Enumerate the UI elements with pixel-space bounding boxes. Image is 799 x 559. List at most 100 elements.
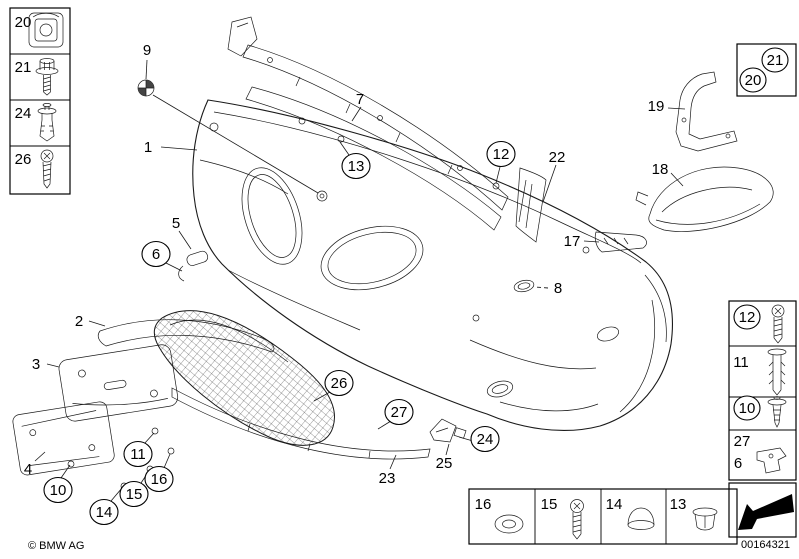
- legend-box: [728, 482, 797, 538]
- expanding-rivet-long-icon: [767, 348, 787, 396]
- callout-circle[interactable]: [89, 498, 119, 526]
- expanding-nut-icon: [692, 507, 718, 531]
- legend-item-11[interactable]: 11: [733, 354, 749, 371]
- callout-12-circled[interactable]: 12: [486, 140, 516, 168]
- bmw-roundel-icon: [137, 79, 155, 97]
- callout-4[interactable]: 4: [24, 461, 32, 478]
- upper-trim-strip: [242, 44, 509, 211]
- speed-clip-icon: [28, 12, 64, 48]
- legend-item-6[interactable]: 6: [734, 455, 742, 472]
- legend-item-13[interactable]: 13: [670, 496, 687, 513]
- callout-15-circled[interactable]: 15: [119, 480, 149, 508]
- callout-circle[interactable]: [324, 369, 354, 397]
- legend-box: [736, 43, 797, 97]
- callout-label[interactable]: 21: [767, 52, 784, 69]
- upper-support-bracket: [675, 71, 738, 152]
- callout-circle[interactable]: [119, 480, 149, 508]
- clamp-bracket-icon: [756, 447, 787, 474]
- plain-callouts: 9 1 7 22 19 18 17 8 5 2 3 4 25 23: [24, 42, 669, 487]
- callout-circle[interactable]: [341, 152, 371, 180]
- callout-circle[interactable]: [733, 395, 761, 421]
- legend-item-21[interactable]: 21: [15, 59, 32, 76]
- callout-label[interactable]: 12: [493, 146, 510, 163]
- callout-circle[interactable]: [470, 425, 500, 453]
- legend-item-27[interactable]: 27: [734, 433, 751, 450]
- legend-callout-10[interactable]: 10: [733, 395, 761, 421]
- side-marker-opening: [596, 326, 620, 342]
- callout-label[interactable]: 11: [130, 446, 146, 463]
- callout-label[interactable]: 14: [96, 504, 113, 521]
- callout-label[interactable]: 16: [151, 471, 168, 488]
- fog-light-opening: [486, 380, 514, 398]
- callout-label[interactable]: 10: [739, 400, 756, 417]
- callout-16-circled[interactable]: 16: [144, 465, 174, 493]
- callout-10-circled[interactable]: 10: [43, 476, 73, 504]
- support-bracket: [429, 418, 457, 443]
- legend-callout-21[interactable]: 21: [761, 47, 789, 73]
- callout-18[interactable]: 18: [652, 161, 669, 178]
- legend-item-26[interactable]: 26: [15, 151, 32, 168]
- callout-circle[interactable]: [384, 398, 414, 426]
- callout-19[interactable]: 19: [648, 98, 665, 115]
- callout-3[interactable]: 3: [32, 356, 40, 373]
- callout-25[interactable]: 25: [436, 455, 453, 472]
- callout-14-circled[interactable]: 14: [89, 498, 119, 526]
- callout-9[interactable]: 9: [143, 42, 151, 59]
- callout-11-circled[interactable]: 11: [123, 440, 153, 468]
- front-direction-arrow-icon: [738, 494, 794, 530]
- legend-item-20[interactable]: 20: [15, 14, 32, 31]
- callout-circle[interactable]: [43, 476, 73, 504]
- callout-circle[interactable]: [761, 47, 789, 73]
- callout-22[interactable]: 22: [549, 149, 566, 166]
- callout-label[interactable]: 20: [745, 72, 762, 89]
- clip-target: [453, 427, 467, 439]
- callout-7[interactable]: 7: [356, 91, 364, 108]
- legend-item-14[interactable]: 14: [606, 496, 623, 513]
- legend-item-16[interactable]: 16: [475, 496, 492, 513]
- legend-top-left: 20 21 24 26: [9, 7, 71, 195]
- callout-label[interactable]: 26: [331, 375, 348, 392]
- callout-label[interactable]: 24: [477, 431, 494, 448]
- callout-label[interactable]: 27: [391, 404, 408, 421]
- document-number: 00164321: [741, 539, 790, 551]
- callout-27-circled[interactable]: 27: [384, 398, 414, 426]
- cover-cap-icon: [627, 507, 655, 530]
- callout-8[interactable]: 8: [554, 280, 562, 297]
- callout-circle[interactable]: [141, 240, 171, 268]
- lower-trim-strip: [171, 387, 431, 460]
- legend-callout-20[interactable]: 20: [739, 67, 767, 93]
- callout-17[interactable]: 17: [564, 233, 581, 250]
- callout-circle[interactable]: [733, 304, 761, 330]
- callout-13-circled[interactable]: 13: [341, 152, 371, 180]
- callout-label[interactable]: 12: [739, 309, 756, 326]
- callout-5[interactable]: 5: [172, 215, 180, 232]
- callout-circle[interactable]: [486, 140, 516, 168]
- legend-item-24[interactable]: 24: [15, 105, 32, 122]
- kidney-grille-left: [241, 167, 303, 265]
- front-bumper-panel: [192, 99, 673, 431]
- callout-24-circled[interactable]: 24: [470, 425, 500, 453]
- callout-circle[interactable]: [739, 67, 767, 93]
- callout-label[interactable]: 10: [50, 482, 67, 499]
- callout-label[interactable]: 6: [152, 246, 160, 263]
- side-trim-piece: [515, 167, 547, 243]
- callout-circle[interactable]: [144, 465, 174, 493]
- mesh-grille: [154, 310, 335, 446]
- callout-1[interactable]: 1: [144, 139, 152, 156]
- legend-item-15[interactable]: 15: [541, 496, 558, 513]
- torx-screw-icon: [771, 304, 785, 344]
- callout-6-circled[interactable]: 6: [141, 240, 171, 268]
- hex-bolt-icon: [35, 58, 59, 96]
- license-plate-filler-panel: [58, 344, 179, 422]
- circled-callouts: 13 12 6 10 11 16 15 14: [43, 140, 516, 526]
- callout-label[interactable]: 15: [126, 486, 143, 503]
- legend-callout-12[interactable]: 12: [733, 304, 761, 330]
- callout-label[interactable]: 13: [348, 158, 365, 175]
- headlamp-washer-cover: [635, 166, 774, 232]
- callout-2[interactable]: 2: [75, 313, 83, 330]
- callout-26-circled[interactable]: 26: [324, 369, 354, 397]
- legend-right: 12 11 10 27 6: [728, 300, 797, 481]
- legend-box: [728, 300, 797, 481]
- callout-23[interactable]: 23: [379, 470, 396, 487]
- callout-circle[interactable]: [123, 440, 153, 468]
